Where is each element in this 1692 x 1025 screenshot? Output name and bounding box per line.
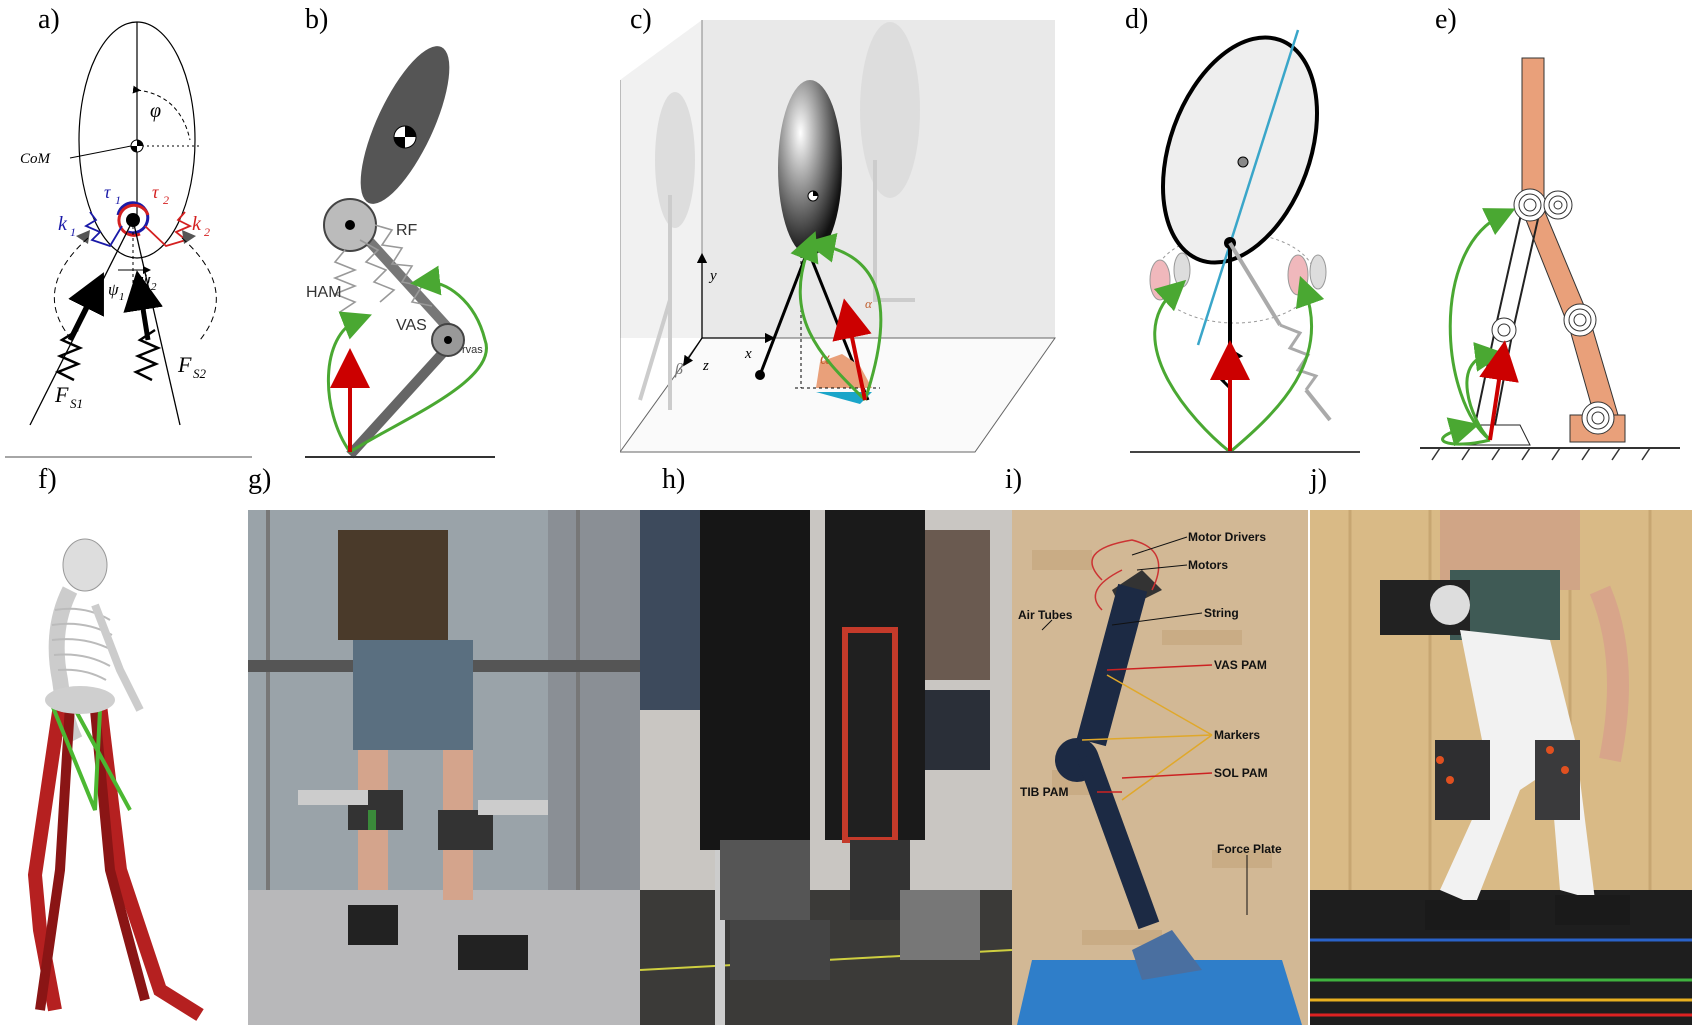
panel-g-photo	[248, 510, 641, 1025]
tau1-label: τ	[104, 182, 111, 202]
fs2-label: F	[177, 352, 192, 377]
panel-label-e: e)	[1435, 4, 1457, 35]
rf-label: RF	[396, 222, 418, 239]
label-air-tubes: Air Tubes	[1018, 608, 1073, 622]
x-axis-label: x	[744, 346, 752, 362]
z-axis-label: z	[702, 358, 709, 374]
trunk-segment	[778, 80, 842, 256]
spiral-joint-ankle	[1581, 401, 1615, 435]
k1-sub: 1	[70, 225, 76, 239]
fs1-label: F	[54, 382, 69, 407]
tau2-label: τ	[152, 182, 159, 202]
spiral-joint-hip	[1513, 188, 1573, 222]
panel-label-b: b)	[305, 4, 329, 35]
label-tib-pam: TIB PAM	[1020, 785, 1068, 799]
label-string: String	[1204, 606, 1239, 620]
panel-label-g: g)	[248, 464, 272, 495]
spiral-joint-knee	[1491, 303, 1597, 343]
psi1-sub: 1	[119, 291, 125, 303]
panel-f-model	[27, 538, 204, 1021]
tau2-sub: 2	[163, 193, 169, 207]
alpha-small-label: α	[865, 296, 873, 311]
grf-arrow	[1479, 340, 1519, 441]
force-plate	[1017, 960, 1302, 1025]
phi-label: φ	[150, 100, 161, 122]
beta-label: β	[674, 361, 683, 378]
label-motors: Motors	[1188, 558, 1228, 572]
panel-label-h: h)	[662, 464, 686, 495]
panel-b-diagram: RF HAM VAS rvas	[305, 46, 495, 459]
y-axis-label: y	[708, 268, 717, 284]
panel-label-a: a)	[38, 4, 60, 35]
psi1-label: ψ	[108, 280, 119, 299]
fs2-sub: S2	[193, 366, 207, 381]
panel-e-diagram	[1420, 57, 1680, 461]
panel-i-photo: Motor Drivers Motors Air Tubes String VA…	[1012, 510, 1308, 1025]
label-motor-drivers: Motor Drivers	[1188, 530, 1266, 544]
vas-label: VAS	[396, 317, 427, 334]
grf-arrow	[832, 298, 872, 401]
k2-label: k	[192, 213, 202, 235]
panel-label-d: d)	[1125, 4, 1149, 35]
rvas-label: rvas	[462, 344, 483, 356]
panel-d-diagram	[1130, 29, 1360, 454]
psi2-sub: 2	[151, 281, 157, 293]
panel-label-c: c)	[630, 4, 652, 35]
tau1-sub: 1	[115, 193, 121, 207]
trunk-segment	[360, 46, 450, 204]
k1-label: k	[58, 213, 68, 235]
panel-c-diagram: y x z β α α	[620, 20, 1056, 453]
panel-a-diagram: CoM φ τ 1 τ 2 k 1 k 2 ψ 1 ψ 2 F S1 F S2	[5, 21, 252, 458]
k2-sub: 2	[204, 225, 210, 239]
panel-label-f: f)	[38, 464, 57, 495]
panel-label-j: j)	[1310, 464, 1328, 495]
panel-h-photo	[640, 510, 1012, 1025]
ham-label: HAM	[306, 284, 342, 301]
com-label: CoM	[20, 151, 52, 167]
label-vas-pam: VAS PAM	[1214, 658, 1267, 672]
label-sol-pam: SOL PAM	[1214, 766, 1268, 780]
panel-j-photo	[1310, 510, 1692, 1025]
panel-label-i: i)	[1005, 464, 1023, 495]
label-force-plate: Force Plate	[1217, 842, 1282, 856]
fs1-sub: S1	[70, 396, 83, 411]
psi2-label: ψ	[140, 270, 151, 289]
trunk-ellipse	[1161, 35, 1319, 265]
label-markers: Markers	[1214, 728, 1260, 742]
